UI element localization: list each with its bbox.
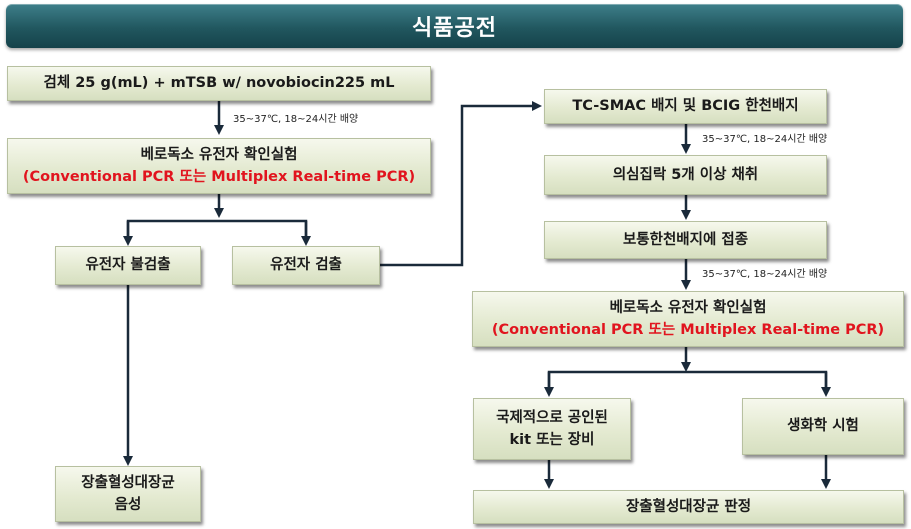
biochem-box: 생화학 시험 [742, 398, 904, 455]
verotoxin-test-title-right: 베로독소 유전자 확인실험 [609, 299, 767, 316]
tc-smac-box: TC-SMAC 배지 및 BCIG 한천배지 [544, 89, 827, 124]
inoculate-box: 보통한천배지에 접종 [544, 221, 827, 259]
verotoxin-test-box-left: 베로독소 유전자 확인실험 (Conventional PCR 또는 Multi… [7, 138, 431, 194]
intl-kit-line1: 국제적으로 공인된 [496, 409, 608, 426]
inoculate-label: 보통한천배지에 접종 [622, 231, 749, 248]
judgement-label: 장출혈성대장균 판정 [625, 498, 752, 515]
negative-result-box: 장출혈성대장균 음성 [55, 466, 201, 522]
gene-not-detected-label: 유전자 불검출 [85, 257, 171, 274]
gene-detected-label: 유전자 검출 [270, 257, 342, 274]
intl-kit-box: 국제적으로 공인된 kit 또는 장비 [473, 398, 631, 460]
culture-note-3: 35~37℃, 18~24시간 배양 [702, 269, 828, 280]
intl-kit-line2: kit 또는 장비 [509, 432, 595, 448]
verotoxin-test-method: (Conventional PCR 또는 Multiplex Real-time… [22, 169, 416, 185]
gene-not-detected-box: 유전자 불검출 [55, 246, 201, 285]
arrow-detected-to-right [380, 101, 542, 267]
page-title: 식품공전 [412, 16, 497, 41]
suspect-colony-label: 의심집락 5개 이상 채취 [612, 166, 759, 183]
negative-line1: 장출혈성대장균 [81, 474, 175, 491]
suspect-colony-box: 의심집락 5개 이상 채취 [544, 155, 827, 195]
specimen-label: 검체 25 g(mL) + mTSB w/ novobiocin225 mL [43, 75, 395, 92]
negative-line2: 음성 [114, 497, 142, 513]
verotoxin-test-title: 베로독소 유전자 확인실험 [140, 146, 298, 163]
gene-detected-box: 유전자 검출 [232, 246, 380, 285]
split2-connector [547, 370, 828, 390]
verotoxin-test-method-right: (Conventional PCR 또는 Multiplex Real-time… [491, 322, 885, 338]
verotoxin-test-box-right: 베로독소 유전자 확인실험 (Conventional PCR 또는 Multi… [472, 291, 904, 347]
split-connector [126, 219, 308, 243]
page-title-banner: 식품공전 [6, 4, 903, 48]
tc-smac-label: TC-SMAC 배지 및 BCIG 한천배지 [572, 98, 799, 115]
biochem-label: 생화학 시험 [787, 418, 859, 435]
specimen-box: 검체 25 g(mL) + mTSB w/ novobiocin225 mL [7, 66, 431, 101]
culture-note-1: 35~37℃, 18~24시간 배양 [233, 114, 359, 125]
judgement-box: 장출혈성대장균 판정 [473, 490, 904, 524]
culture-note-2: 35~37℃, 18~24시간 배양 [702, 134, 828, 145]
